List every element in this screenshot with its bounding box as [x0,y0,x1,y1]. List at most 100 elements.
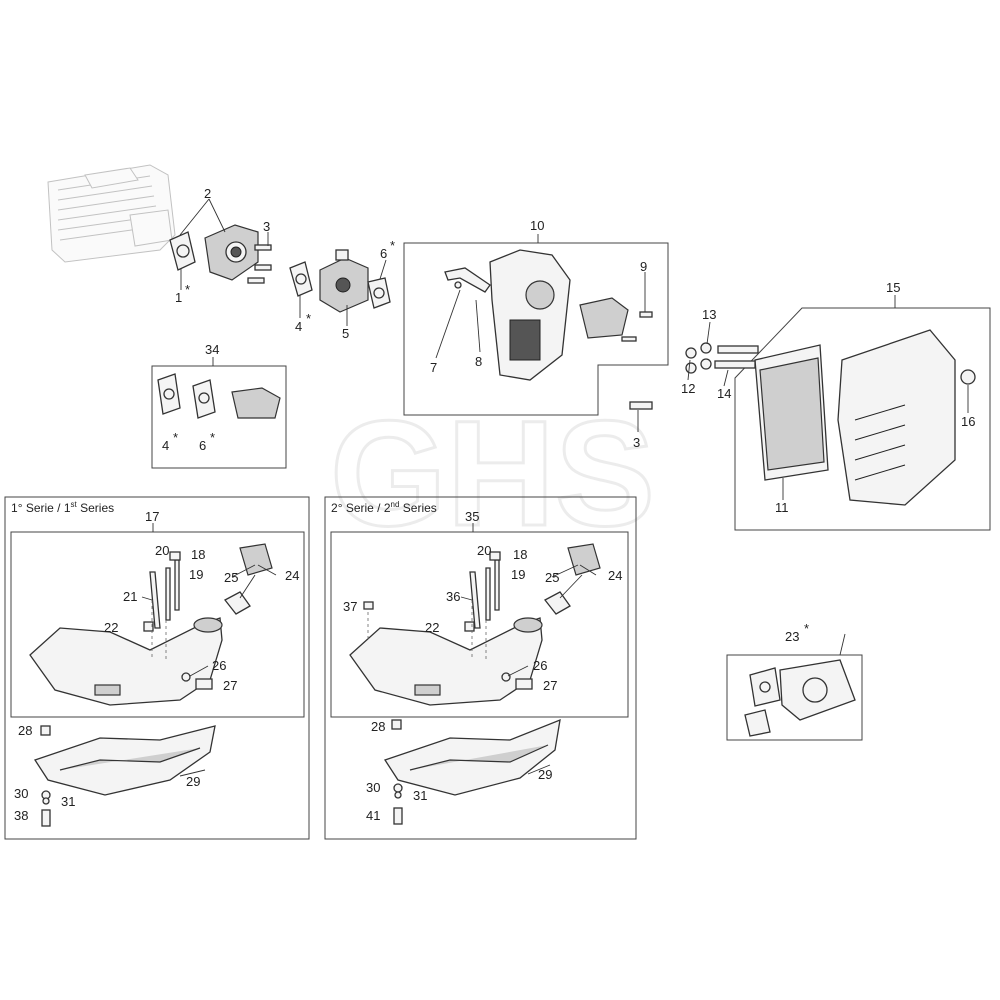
intake-manifold-2 [204,224,259,281]
callout-6-top: 6 [380,246,387,261]
callout-29-s2: 29 [538,767,552,782]
callout-26-s1: 26 [212,658,226,673]
callout-6-box34-asterisk: * [210,430,215,445]
callout-16: 16 [961,414,975,429]
small-parts-22-26-27-37-series-2 [363,600,533,690]
callout-18-s1: 18 [191,547,205,562]
kit-box-10 [403,242,669,416]
callout-35: 35 [465,509,479,524]
choke-lever-7 [444,267,491,293]
series-2-title: 2° Serie / 2nd Series [331,500,437,515]
callout-28-s2: 28 [371,719,385,734]
leader-lines [141,198,969,777]
callout-30-s2: 30 [366,780,380,795]
series-2-box [324,496,637,840]
fuel-cap-series-1 [224,543,273,615]
callout-24-s1: 24 [285,568,299,583]
series-1-title: 1° Serie / 1st Series [11,500,114,515]
callout-4-box34: 4 [162,438,169,453]
box34-parts [157,373,281,419]
callout-8: 8 [475,354,482,369]
callout-4-top: 4 [295,319,302,334]
screw-9 [621,311,653,342]
callout-11: 11 [775,500,789,515]
callout-38: 38 [14,808,28,823]
gasket-4 [289,261,313,297]
callout-22-s1: 22 [104,620,118,635]
callout-7: 7 [430,360,437,375]
callout-29-s1: 29 [186,774,200,789]
carburetor-cover-box10 [579,297,629,339]
callout-41: 41 [366,808,380,823]
callout-18-s2: 18 [513,547,527,562]
callout-19-s1: 19 [189,567,203,582]
callout-4-top-asterisk: * [306,311,311,326]
fuel-hoses-series-1 [149,551,181,629]
gasket-6 [367,277,391,309]
callout-23: 23 [785,629,799,644]
callout-25-s1: 25 [224,570,238,585]
fuel-tank-series-2 [349,617,543,706]
callout-27-s1: 27 [223,678,237,693]
callout-9: 9 [640,259,647,274]
callout-5: 5 [342,326,349,341]
callout-26-s2: 26 [533,658,547,673]
callout-31-s2: 31 [413,788,427,803]
callout-31-s1: 31 [61,794,75,809]
callout-6-box34: 6 [199,438,206,453]
callout-13: 13 [702,307,716,322]
callout-10: 10 [530,218,544,233]
screws-3-top [247,244,272,284]
callout-14: 14 [717,386,731,401]
callout-6-top-asterisk: * [390,238,395,253]
callout-15: 15 [886,280,900,295]
watermark-text: GHS [330,389,655,557]
callout-21: 21 [123,589,137,604]
callout-28-s1: 28 [18,723,32,738]
air-filter-cover [837,329,956,506]
series-1-box [4,496,310,840]
kit-box-23 [726,654,863,741]
callout-2: 2 [204,186,211,201]
callout-3-lower: 3 [633,435,640,450]
kit-box-35 [330,531,629,718]
callout-12: 12 [681,381,695,396]
callout-22-s2: 22 [425,620,439,635]
callout-3-top: 3 [263,219,270,234]
callout-34: 34 [205,342,219,357]
filter-element-11 [754,344,829,481]
callout-30-s1: 30 [14,786,28,801]
engine-cylinder-ghost [47,164,176,263]
fuel-cap-series-2 [544,543,601,615]
callout-1: 1 [175,290,182,305]
nut-16 [960,369,976,385]
callout-1-asterisk: * [185,282,190,297]
carburetor-5 [319,249,369,313]
gasket-kit-23 [744,659,856,737]
tank-guard-series-1 [33,725,216,796]
fasteners-28-30-31-38 [40,725,51,827]
fasteners-28-30-31-41 [391,719,403,825]
callout-labels: 1 * 2 3 4 * 5 6 * 7 8 9 10 3 11 12 13 14… [14,186,975,823]
callout-4-box34-asterisk: * [173,430,178,445]
washers-12-13-bolts-14 [685,342,759,374]
tank-guard-series-2 [383,718,561,796]
callout-17: 17 [145,509,159,524]
screw-3-lower [629,401,653,410]
callout-37: 37 [343,599,357,614]
air-filter-base-8 [489,249,571,381]
callout-19-s2: 19 [511,567,525,582]
kit-box-34 [151,365,287,469]
callout-20-s1: 20 [155,543,169,558]
callout-24-s2: 24 [608,568,622,583]
fuel-hoses-series-2 [469,551,501,629]
gasket-1 [169,231,196,271]
callout-25-s2: 25 [545,570,559,585]
callout-36: 36 [446,589,460,604]
callout-27-s2: 27 [543,678,557,693]
fuel-tank-series-1 [29,617,223,706]
small-parts-22-26-27-series-1 [143,600,213,690]
callout-23-asterisk: * [804,621,809,636]
callout-20-s2: 20 [477,543,491,558]
